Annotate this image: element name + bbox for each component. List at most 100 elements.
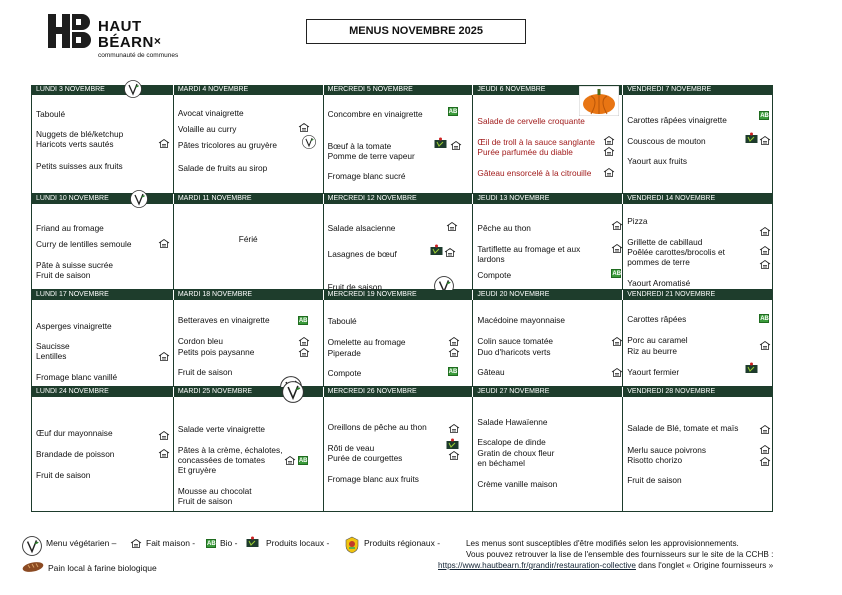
fait-maison-icon [759,246,771,255]
menu-item: pommes de terre [627,257,690,267]
menu-item: en béchamel [477,458,525,468]
menu-item: Salade de cervelle croquante [477,116,585,126]
day-cell: Friand au fromage Curry de lentilles sem… [32,190,174,289]
logo-mark-icon [48,14,91,48]
fait-maison-icon [158,139,170,148]
day-header: MERCREDI 12 NOVEMBRE [324,194,474,204]
fait-maison-icon [759,457,771,466]
menu-item: Salade verte vinaigrette [177,424,265,434]
menu-item: Fruit de saison [327,282,383,292]
menu-item: Pâte à suisse sucrée [36,260,114,270]
day-cell: Carottes râpées Porc au caramel Riz au b… [623,300,773,386]
page-title: MENUS NOVEMBRE 2025 [306,19,526,44]
day-header: LUNDI 17 NOVEMBRE [32,290,174,300]
menu-item: Duo d'haricots verts [477,347,551,357]
fait-maison-icon [448,424,459,433]
fait-maison-icon [130,539,142,548]
menu-item: Fruit de saison [627,475,682,485]
menu-item: Avocat vinaigrette [177,108,244,118]
fait-maison-icon [450,141,461,150]
day-header: MERCREDI 26 NOVEMBRE [324,387,474,397]
bread-icon [22,562,44,572]
bio-icon: AB [297,316,308,325]
legend-produits-locaux: Produits locaux - [266,538,330,548]
fait-maison-icon [759,227,771,236]
menu-item: Fruit de saison [177,367,233,377]
day-header: LUNDI 24 NOVEMBRE [32,387,174,397]
day-header: MARDI 11 NOVEMBRE [174,194,324,204]
vegetarian-icon [301,135,316,149]
menu-item: Taboulé [327,316,357,326]
pumpkin-icon [579,86,620,116]
vegetarian-icon [22,536,42,556]
day-header: VENDREDI 14 NOVEMBRE [627,195,716,202]
suppliers-link[interactable]: https://www.hautbearn.fr/grandir/restaur… [438,561,636,570]
hautbearn-logo: HAUT BÉARN× communauté de communes [48,12,178,64]
bio-icon: AB [759,111,770,120]
menu-item: Piperade [327,348,361,358]
menu-item: Oreillons de pêche au thon [327,422,427,432]
fait-maison-icon [604,136,615,145]
menu-item: Œil de troll à la sauce sanglante [477,137,596,147]
fait-maison-icon [604,168,615,177]
menu-item: Fruit de saison [36,270,91,280]
day-cell: Avocat vinaigrette Volaille au curry Pât… [174,95,324,193]
day-cell: Salade alsacienne Lasagnes de bœuf Fruit… [324,204,474,296]
legend-pain-label: Pain local à farine biologique [48,563,157,573]
fait-maison-icon [298,123,310,132]
menu-item: Pomme de terre vapeur [327,151,415,161]
fait-maison-icon [298,337,310,346]
week-3: LUNDI 17 NOVEMBRE MARDI 18 NOVEMBRE MERC… [31,290,773,398]
menu-item: Petits pois paysanne [177,347,255,357]
day-cell: Pizza Grillette de cabillaud Poêlée caro… [623,204,773,289]
menu-item: Gratin de choux fleur [477,448,555,458]
legend-fait-maison: Fait maison - [146,538,196,548]
week-header: LUNDI 17 NOVEMBRE MARDI 18 NOVEMBRE MERC… [32,290,773,300]
menu-item: Rôti de veau [327,443,375,453]
day-header: JEUDI 13 NOVEMBRE [473,194,624,204]
day-header: MERCREDI 19 NOVEMBRE [324,290,474,300]
legend-bio: Bio - [220,538,238,548]
day-cell: Taboulé Nuggets de blé/ketchup Haricots … [32,80,174,193]
produits-locaux-icon [246,536,259,547]
day-cell: Oreillons de pêche au thon Rôti de veau … [324,397,474,511]
fait-maison-icon [448,451,459,460]
bio-icon: AB [447,107,458,116]
menu-item: Colin sauce tomatée [477,336,554,346]
menu-item: Bœuf à la tomate [327,141,392,151]
day-header: JEUDI 27 NOVEMBRE [473,387,624,397]
fait-maison-icon [612,368,623,377]
vegetarian-icon [130,190,148,208]
menu-item: Asperges vinaigrette [36,321,112,331]
fait-maison-icon [284,456,296,465]
menu-grid: LUNDI 3 NOVEMBRE MARDI 4 NOVEMBRE MERCRE… [31,80,773,512]
menu-item: Yaourt aux fruits [627,156,687,166]
day-cell: Asperges vinaigrette Saucisse Lentilles … [32,300,174,386]
menu-item: Pizza [627,216,648,226]
day-header: LUNDI 10 NOVEMBRE [32,194,174,204]
day-header: MARDI 25 NOVEMBRE [174,387,324,397]
menu-item: Concombre en vinaigrette [327,109,423,119]
day-cell: Salade Hawaïenne Escalope de dinde Grati… [473,397,624,511]
menu-item: Yaourt Aromatisé [627,278,691,288]
day-cell: Salade verte vinaigrette Pâtes à la crèm… [174,381,324,511]
produits-locaux-icon [430,244,443,255]
menu-item: Crème vanille maison [477,479,558,489]
day-header: MARDI 18 NOVEMBRE [174,290,324,300]
menu-item: Tartiflette au fromage et aux [477,244,581,254]
menu-item: Fromage blanc sucré [327,171,406,181]
day-header: VENDREDI 28 NOVEMBRE [627,388,716,395]
day-header: VENDREDI 21 NOVEMBRE [627,291,716,298]
menu-item: Purée parfumée du diable [477,147,573,157]
vegetarian-icon [281,381,304,403]
fait-maison-icon [759,445,771,454]
fait-maison-icon [158,352,170,361]
fait-maison-icon [759,136,771,145]
menu-item: Fruit de saison [177,496,233,506]
menu-item: Brandade de poisson [36,449,115,459]
fait-maison-icon [759,425,771,434]
day-cell: Salade de cervelle croquante Œil de trol… [473,86,624,193]
menu-item: Salade de Blé, tomate et maïs [627,423,739,433]
day-header: MERCREDI 5 NOVEMBRE [324,85,474,95]
menu-item: Grillette de cabillaud [627,237,703,247]
